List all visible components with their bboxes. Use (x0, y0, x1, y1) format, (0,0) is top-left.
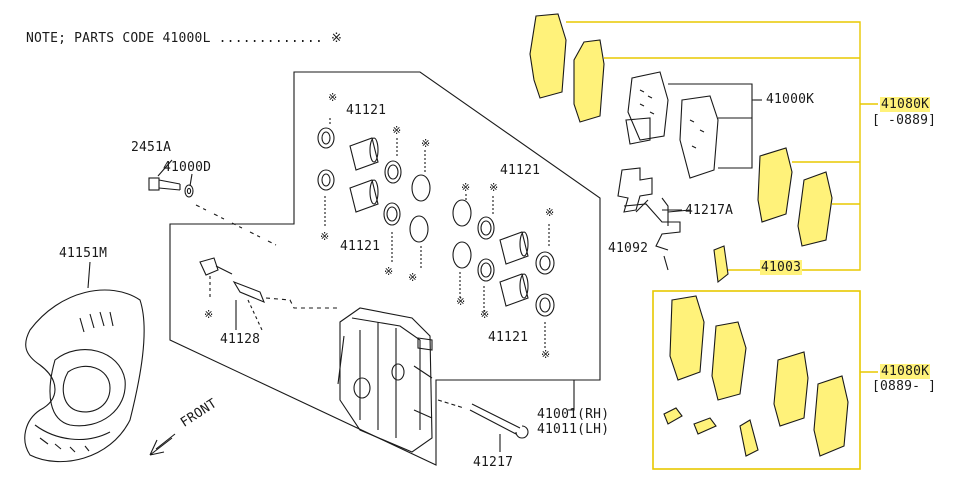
label-41000d: 41000D (163, 160, 212, 175)
dust-shield-41151m-shape (24, 289, 145, 463)
label-41121-right-bottom: 41121 (488, 330, 529, 345)
mark-upper-5: ※ (384, 265, 394, 278)
bolt-2451a-shape (148, 177, 277, 246)
mark-upper-6: ※ (408, 271, 418, 284)
label-41217: 41217 (473, 455, 514, 470)
pad-set-upper-leaders (566, 21, 878, 271)
mark-right-6: ※ (541, 348, 551, 361)
pad-set-lower-shapes (663, 295, 849, 457)
front-arrow-shape (149, 433, 176, 456)
caliper-body-shape (337, 307, 433, 453)
seal-set-right-shapes (452, 192, 555, 350)
label-41080k-upper-range: [ -0889] (872, 113, 937, 128)
mark-bleeder: ※ (204, 308, 214, 321)
mark-right-4: ※ (456, 295, 466, 308)
label-41128: 41128 (220, 332, 261, 347)
seal-set-upper-shapes (317, 118, 431, 270)
mark-upper-2: ※ (392, 124, 402, 137)
label-41217a: 41217A (685, 203, 734, 218)
mark-right-2: ※ (489, 181, 499, 194)
label-41080k-lower-range: [0889- ] (872, 379, 937, 394)
pad-kit-41000k-shapes (625, 71, 762, 179)
mark-right-1: ※ (461, 181, 471, 194)
label-41121-upper: 41121 (346, 103, 387, 118)
pad-set-lower-box (652, 290, 861, 470)
pin-41217-shape (469, 403, 529, 439)
mark-upper-4: ※ (320, 230, 330, 243)
pad-set-upper-shapes (529, 13, 833, 284)
label-41003: 41003 (760, 260, 803, 275)
mark-upper-1: ※ (328, 91, 338, 104)
label-41000k: 41000K (766, 92, 815, 107)
label-41080k-upper: 41080K (880, 97, 931, 112)
caliper-assembly-frame (169, 71, 601, 466)
label-41001-rh: 41001(RH) (537, 407, 610, 422)
label-2451a: 2451A (131, 140, 172, 155)
label-41092: 41092 (608, 241, 649, 256)
label-41011-lh: 41011(LH) (537, 422, 610, 437)
label-41151m: 41151M (59, 246, 108, 261)
label-41121-upper-lower: 41121 (340, 239, 381, 254)
label-41121-right-top: 41121 (500, 163, 541, 178)
spring-clip-shapes (617, 167, 682, 271)
leader-lines (87, 99, 762, 452)
parts-code-note: NOTE; PARTS CODE 41000L ............. ※ (26, 31, 343, 46)
mark-right-5: ※ (480, 308, 490, 321)
bleeder-screw-shape (199, 257, 340, 331)
label-41080k-lower: 41080K (880, 364, 931, 379)
mark-right-3: ※ (545, 206, 555, 219)
mark-upper-3: ※ (421, 137, 431, 150)
